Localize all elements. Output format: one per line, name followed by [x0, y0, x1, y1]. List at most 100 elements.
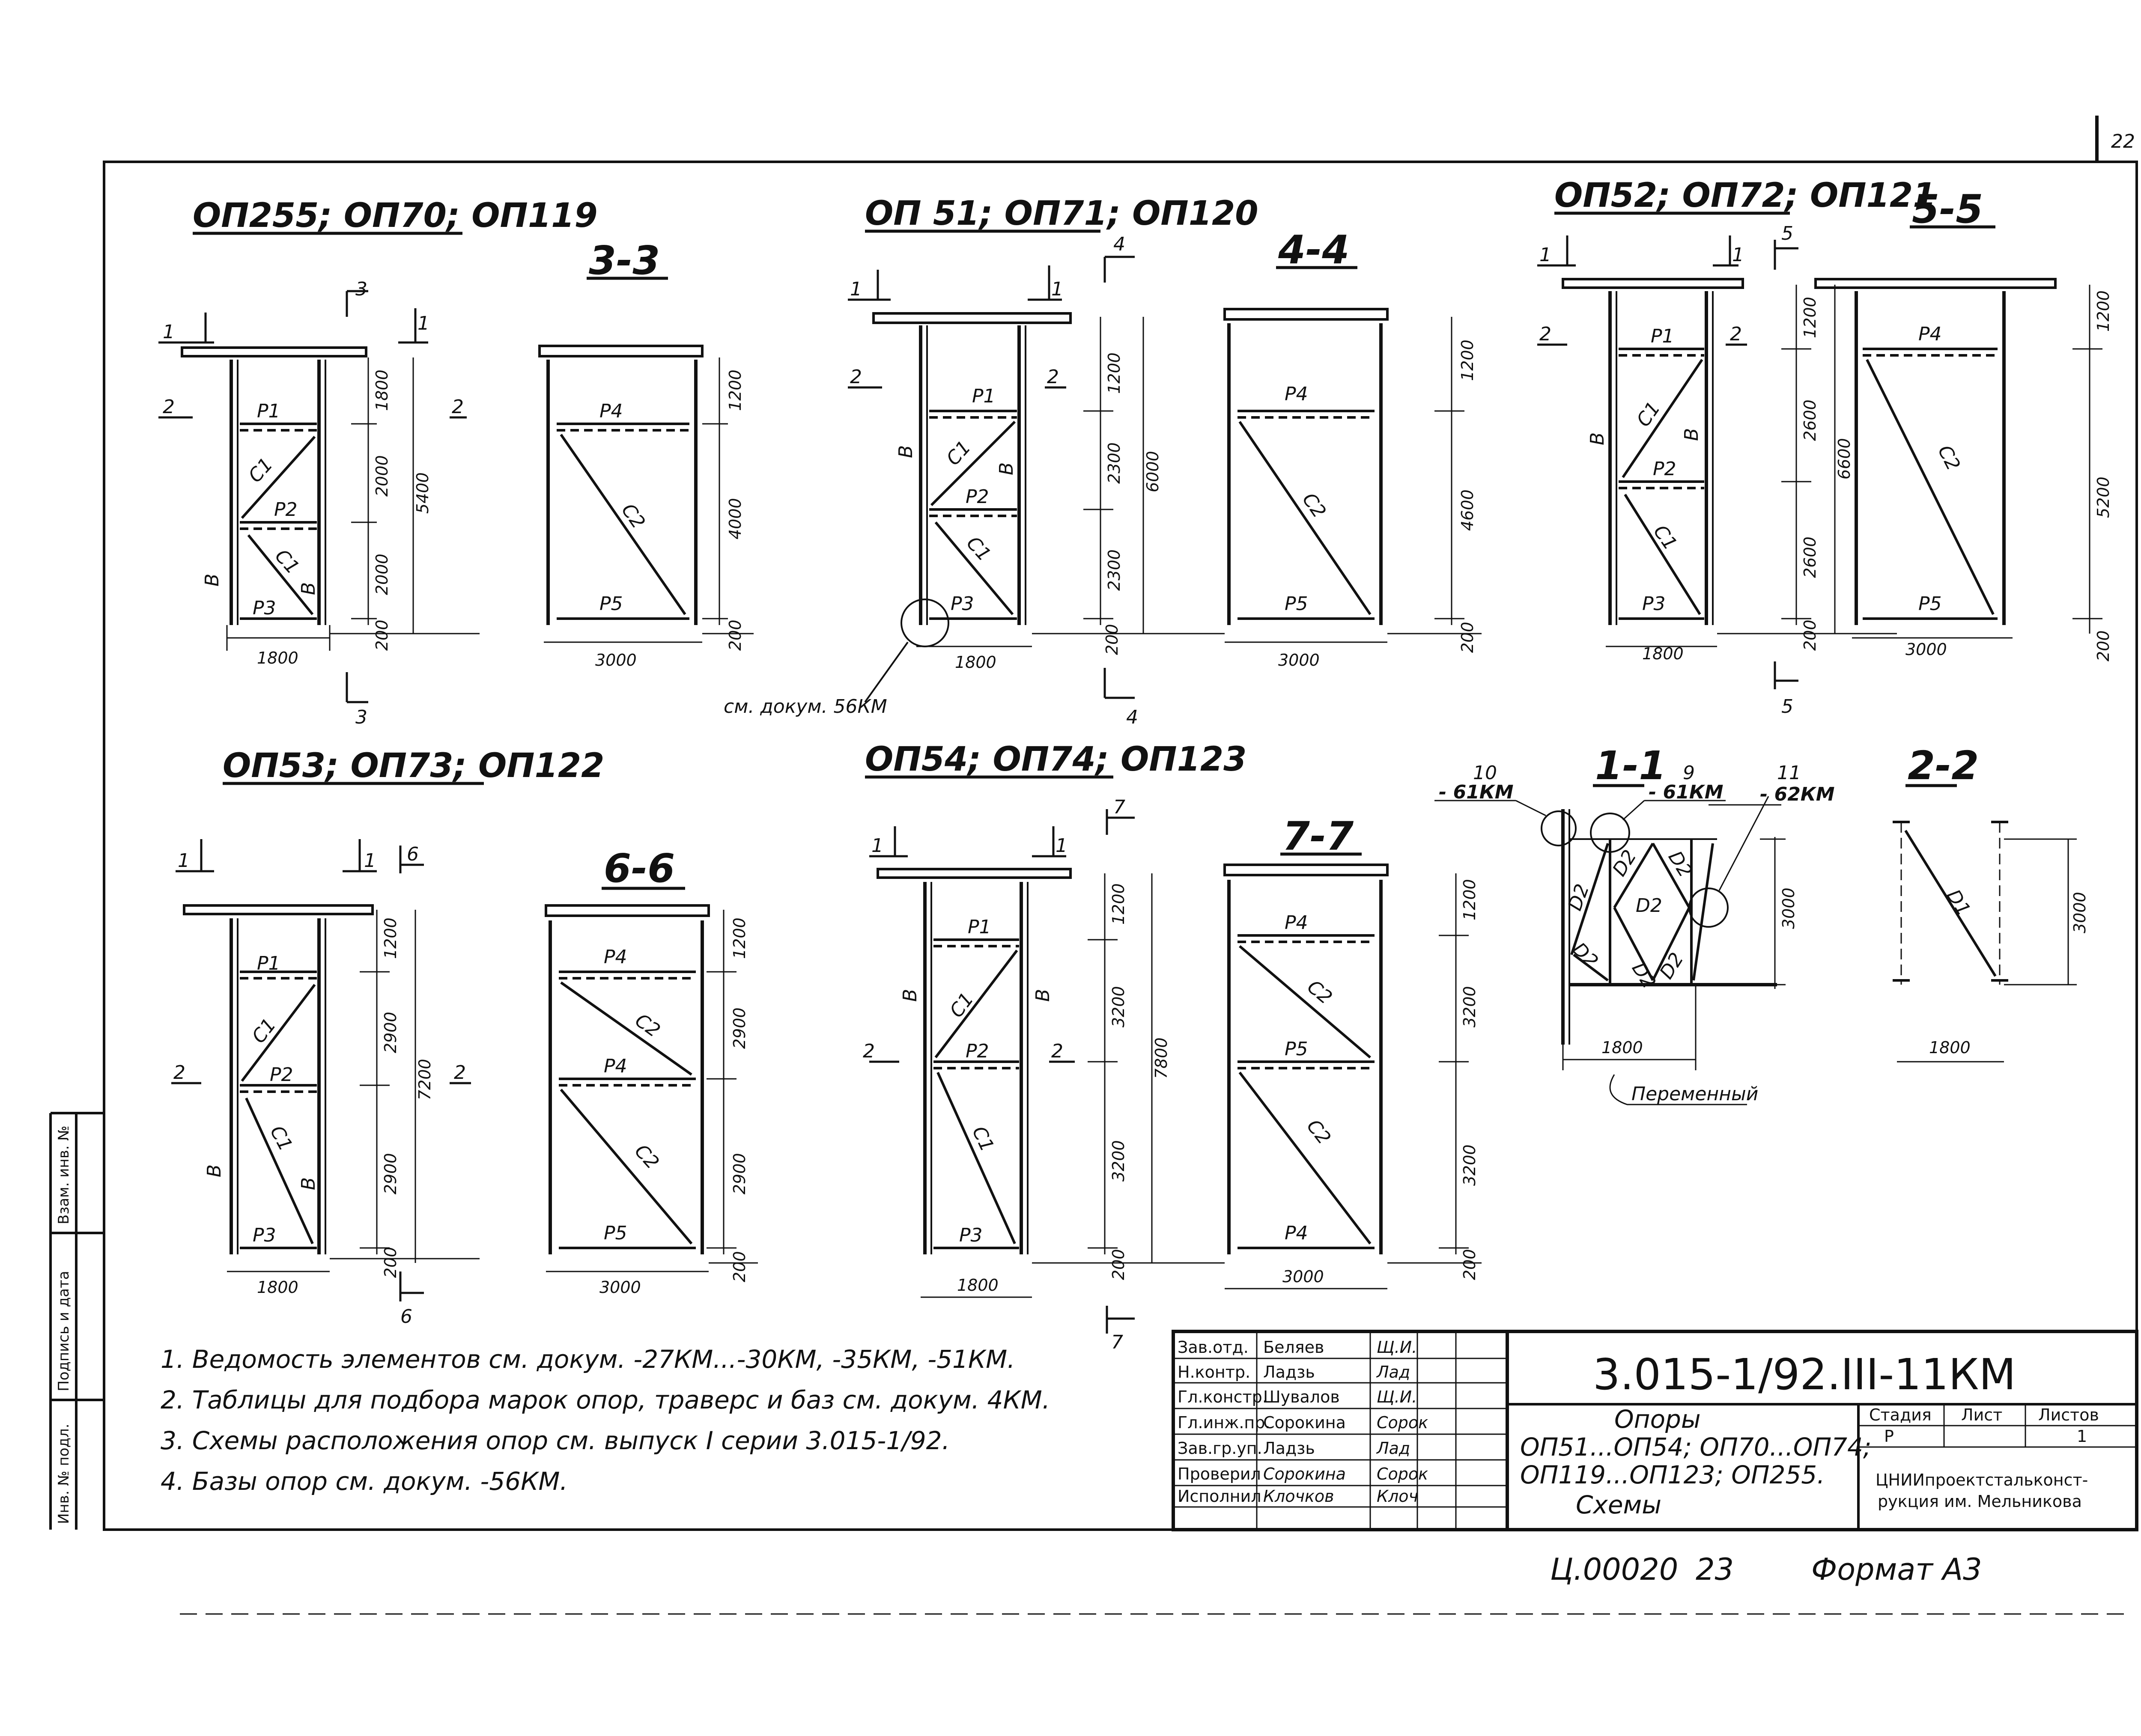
- member-label-p1: Р1: [968, 916, 991, 938]
- role-head-dept: Зав.отд.: [1178, 1338, 1249, 1357]
- view-title: ОП 51; ОП71; ОП120: [865, 194, 1258, 233]
- note-1: 1. Ведомость элементов см. докум. -27КМ.…: [161, 1345, 1015, 1374]
- cut-label: 6: [400, 1306, 412, 1328]
- member-label-p4: Р4: [1285, 1222, 1308, 1244]
- dim-width: 1800: [955, 653, 996, 672]
- cut-label: 1: [1732, 244, 1744, 266]
- dim-2000: 2000: [373, 554, 391, 595]
- member-label-c1: С1: [1632, 398, 1664, 431]
- dim-1200: 1200: [1460, 879, 1479, 920]
- dim-3200: 3200: [1109, 1140, 1128, 1182]
- cut-label: 1: [1539, 244, 1551, 266]
- member-label-p2: Р2: [1653, 458, 1676, 480]
- section-title: 3-3: [589, 238, 660, 283]
- cut-label: 7: [1113, 796, 1125, 818]
- member-label-c2: С2: [1302, 1115, 1335, 1149]
- dim-200: 200: [1460, 1249, 1479, 1280]
- member-label-p4: Р4: [599, 400, 623, 422]
- dim-1200: 1200: [381, 917, 400, 959]
- callout-see-doc: см. докум. 56КМ: [724, 696, 887, 718]
- member-label-b: В: [201, 574, 223, 587]
- callout-number: 9: [1683, 762, 1695, 784]
- note-4: 4. Базы опор см. докум. -56КМ.: [161, 1467, 568, 1496]
- cut-label: 1: [850, 278, 862, 300]
- section-title: 2-2: [1908, 743, 1979, 789]
- signature: Щ.И.: [1377, 1388, 1417, 1406]
- view-section-3-3: [538, 277, 754, 643]
- cut-label: 5: [1781, 696, 1793, 718]
- dim-width: 1800: [1642, 644, 1684, 663]
- role-group-head: Зав.гр.уп.: [1178, 1439, 1262, 1458]
- dim-total: 5400: [413, 472, 432, 514]
- member-label-p4: Р4: [604, 1055, 627, 1077]
- member-label-p5: Р5: [1285, 593, 1308, 615]
- member-label-c1: С1: [945, 989, 978, 1022]
- frame-label-signature: Подпись и дата: [55, 1271, 72, 1391]
- callout-ref: - 61КМ: [1439, 781, 1514, 803]
- dim-total: 6600: [1835, 438, 1854, 479]
- role-checked: Проверил: [1178, 1465, 1261, 1483]
- member-label-c1: С1: [1649, 521, 1681, 554]
- dim-200: 200: [730, 1251, 749, 1282]
- member-label-b: В: [996, 462, 1017, 475]
- cut-label: 7: [1111, 1331, 1123, 1353]
- item-line-2: ОП119...ОП123; ОП255.: [1520, 1460, 1825, 1489]
- member-label-p2: Р2: [270, 1064, 293, 1086]
- signature: Лад: [1376, 1363, 1410, 1382]
- name-head-dept: Беляев: [1263, 1338, 1324, 1357]
- member-label-d2: D2: [1636, 895, 1662, 917]
- cut-label: 2: [163, 396, 175, 418]
- dim-200: 200: [1109, 1249, 1128, 1280]
- member-label-d2: D2: [1655, 949, 1688, 983]
- sheet-number: 22: [2111, 131, 2135, 152]
- view-section-5-5: [1814, 225, 2102, 639]
- dim-width: 3000: [1282, 1267, 1324, 1286]
- dim-3000: 3000: [2070, 892, 2089, 933]
- dim-200: 200: [1458, 622, 1477, 653]
- dim-1800: 1800: [1601, 1038, 1643, 1057]
- view-section-2-2: [1893, 784, 2077, 1063]
- dim-width: 3000: [595, 651, 637, 670]
- view-op255: ОП255; ОП70; ОП119: [158, 197, 598, 703]
- view-title: ОП54; ОП74; ОП123: [865, 740, 1246, 779]
- member-label-c2: С2: [1298, 489, 1330, 522]
- dim-width: 1800: [257, 649, 298, 667]
- member-label-p5: Р5: [1285, 1038, 1308, 1060]
- dim-1800: 1800: [373, 369, 391, 411]
- sheets-header: Листов: [2038, 1405, 2099, 1424]
- dim-4000: 4000: [726, 498, 745, 539]
- dim-total: 6000: [1143, 451, 1162, 492]
- member-label-p1: Р1: [972, 385, 996, 407]
- cut-label: 2: [1051, 1040, 1063, 1062]
- title-block-text: 3.015-1/92.III-11КМ Зав.отд. Н.контр. Гл…: [1178, 1338, 2099, 1519]
- dim-2600: 2600: [1801, 536, 1819, 578]
- cut-label: 2: [452, 396, 464, 418]
- member-label-p1: Р1: [257, 400, 280, 422]
- note-3: 3. Схемы расположения опор см. выпуск I …: [161, 1426, 950, 1455]
- cut-label: 2: [173, 1062, 185, 1084]
- stage-value: Р: [1884, 1427, 1894, 1446]
- signature: Клоч: [1377, 1487, 1418, 1506]
- dim-width: 3000: [599, 1278, 641, 1297]
- dim-1200: 1200: [726, 369, 745, 411]
- member-label-p1: Р1: [1651, 325, 1674, 347]
- member-label-p3: Р3: [253, 597, 276, 619]
- callout-number: 11: [1777, 762, 1801, 784]
- view-title: ОП255; ОП70; ОП119: [193, 197, 598, 235]
- signature: Лад: [1376, 1439, 1410, 1458]
- sheet-header: Лист: [1961, 1405, 2002, 1424]
- member-label-d2: D2: [1628, 959, 1660, 992]
- dim-width: 1800: [257, 1278, 298, 1297]
- cut-label: 5: [1781, 223, 1793, 244]
- cut-label: 2: [1047, 366, 1059, 388]
- member-label-p5: Р5: [599, 593, 623, 615]
- cut-label: 1: [178, 850, 190, 872]
- member-label-p4: Р4: [1918, 323, 1942, 345]
- member-label-p3: Р3: [959, 1224, 983, 1246]
- dim-2000: 2000: [373, 455, 391, 497]
- dim-3200: 3200: [1109, 986, 1128, 1027]
- name-group-head: Ладзь: [1263, 1439, 1315, 1458]
- name-checked: Сорокина: [1263, 1465, 1346, 1483]
- member-label-c1: С1: [271, 545, 304, 578]
- cut-label: 2: [454, 1062, 466, 1084]
